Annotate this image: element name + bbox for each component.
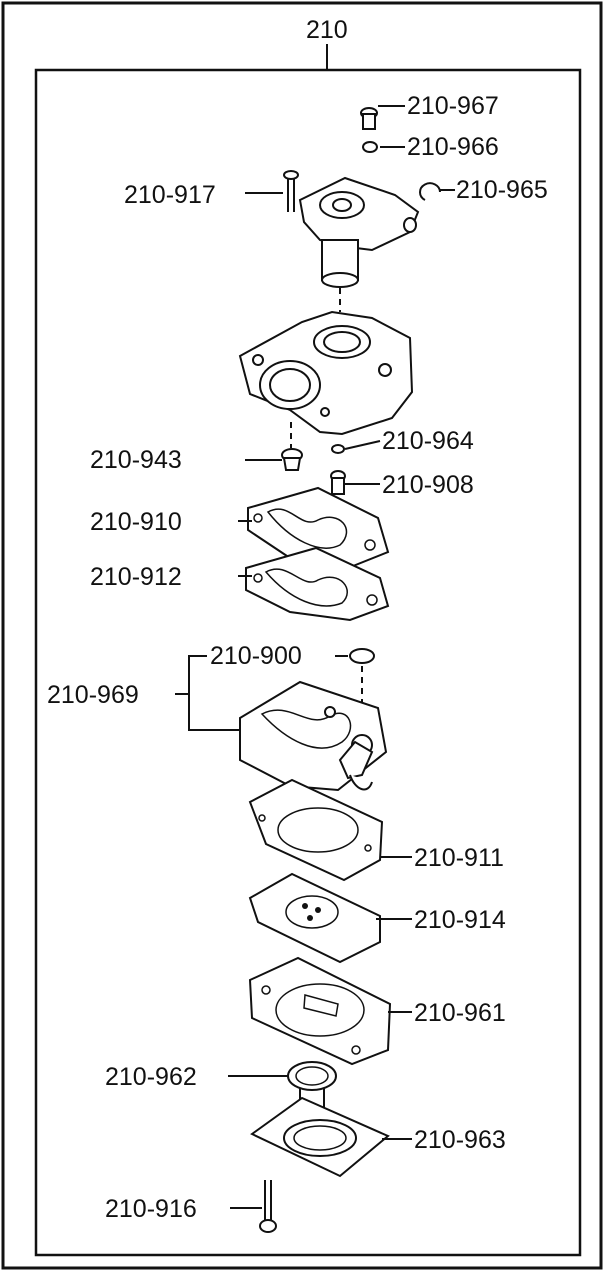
label-210-916: 210-916	[105, 1195, 197, 1223]
label-210-967: 210-967	[407, 92, 499, 120]
assembly-label: 210	[306, 16, 348, 44]
label-210-969: 210-969	[47, 681, 139, 709]
label-210-910: 210-910	[90, 508, 182, 536]
part-900-oring	[349, 648, 375, 664]
leader-lines	[175, 105, 455, 1209]
inner-frame	[34, 68, 582, 1257]
label-210-962: 210-962	[105, 1063, 197, 1091]
part-966-washer	[362, 141, 378, 153]
part-967-screw	[360, 107, 378, 130]
label-210-914: 210-914	[414, 906, 506, 934]
label-210-965: 210-965	[456, 176, 548, 204]
part-961-cover	[248, 956, 392, 1066]
label-210-912: 210-912	[90, 563, 182, 591]
part-911-gasket	[248, 778, 384, 882]
label-210-964: 210-964	[382, 427, 474, 455]
part-965-clip	[419, 182, 441, 201]
part-963-base	[250, 1096, 390, 1178]
part-916-screw	[259, 1180, 277, 1233]
label-210-900: 210-900	[210, 642, 302, 670]
part-908-needle	[330, 470, 346, 495]
label-210-963: 210-963	[414, 1126, 506, 1154]
label-210-911: 210-911	[414, 844, 504, 872]
label-210-908: 210-908	[382, 471, 474, 499]
part-914-diaphragm	[248, 872, 381, 964]
part-throttle-assembly	[298, 176, 420, 312]
part-943-plug	[281, 448, 303, 471]
label-210-943: 210-943	[90, 446, 182, 474]
part-964-oring	[331, 444, 345, 454]
part-969-pump-body	[239, 680, 388, 792]
label-210-917: 210-917	[124, 181, 216, 209]
part-910-gasket	[247, 486, 390, 570]
part-carburetor-body	[238, 310, 414, 448]
label-210-961: 210-961	[414, 999, 506, 1027]
label-210-966: 210-966	[407, 133, 499, 161]
part-912-gasket	[245, 546, 390, 622]
part-917-screw	[283, 170, 299, 212]
